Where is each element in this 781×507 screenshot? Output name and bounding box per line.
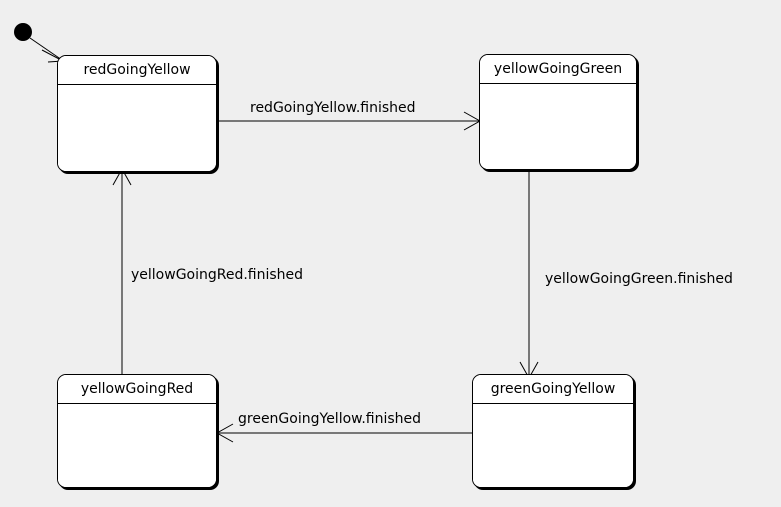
state-title-greenGoingYellow: greenGoingYellow bbox=[473, 375, 633, 404]
state-title-yellowGoingRed: yellowGoingRed bbox=[58, 375, 216, 404]
state-node-yellowGoingRed[interactable]: yellowGoingRed bbox=[57, 374, 217, 488]
transition-label-yellowGoingGreen-finished: yellowGoingGreen.finished bbox=[545, 271, 733, 287]
transition-label-yellowGoingRed-finished: yellowGoingRed.finished bbox=[131, 267, 304, 283]
state-body-redGoingYellow bbox=[58, 85, 216, 171]
state-title-yellowGoingGreen: yellowGoingGreen bbox=[480, 55, 636, 84]
edge-greenGoingYellow-to-yellowGoingRed bbox=[215, 423, 472, 443]
transition-label-greenGoingYellow-finished: greenGoingYellow.finished bbox=[238, 411, 422, 427]
state-body-yellowGoingGreen bbox=[480, 84, 636, 169]
state-node-redGoingYellow[interactable]: redGoingYellow bbox=[57, 55, 217, 172]
edge-yellowGoingRed-to-redGoingYellow bbox=[112, 167, 132, 374]
state-node-greenGoingYellow[interactable]: greenGoingYellow bbox=[472, 374, 634, 488]
state-body-greenGoingYellow bbox=[473, 404, 633, 487]
initial-state-marker[interactable] bbox=[14, 23, 32, 41]
state-title-redGoingYellow: redGoingYellow bbox=[58, 56, 216, 85]
state-node-yellowGoingGreen[interactable]: yellowGoingGreen bbox=[479, 54, 637, 170]
edge-yellowGoingGreen-to-greenGoingYellow bbox=[519, 172, 539, 380]
state-body-yellowGoingRed bbox=[58, 404, 216, 487]
transition-label-redGoingYellow-finished: redGoingYellow.finished bbox=[250, 100, 416, 116]
